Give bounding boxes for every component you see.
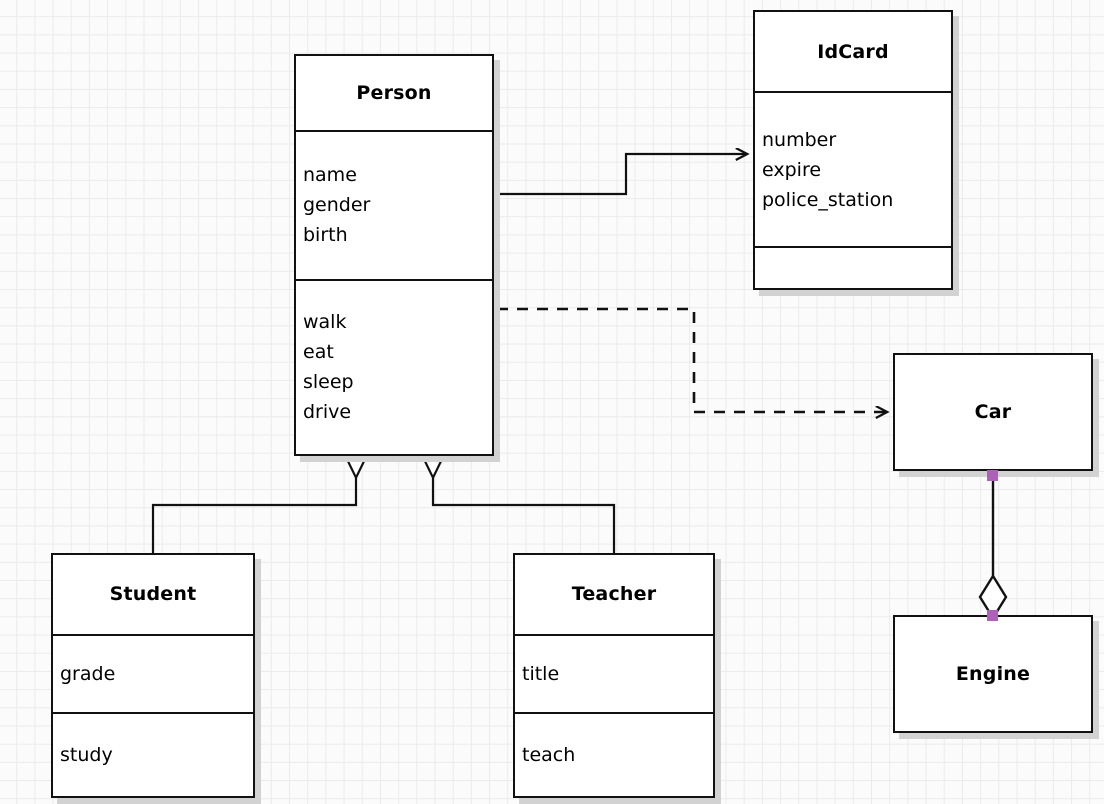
class-name-student: Student xyxy=(109,583,197,606)
class-title-compartment: Person xyxy=(296,56,492,130)
class-title-compartment: Student xyxy=(53,555,253,634)
class-box-person[interactable]: Person name gender birth walk eat sleep … xyxy=(294,54,494,456)
attribute-item: gender xyxy=(303,194,371,217)
attribute-item: grade xyxy=(60,663,116,686)
operation-item: teach xyxy=(522,744,576,767)
attribute-item: birth xyxy=(303,224,348,247)
class-box-engine[interactable]: Engine xyxy=(893,615,1093,733)
operation-item: sleep xyxy=(303,371,354,394)
operation-item: drive xyxy=(303,401,352,424)
class-name-teacher: Teacher xyxy=(571,583,657,606)
relation-person-idcard[interactable] xyxy=(494,154,747,196)
class-box-idcard[interactable]: IdCard number expire police_station xyxy=(753,10,953,290)
class-operations-compartment: teach xyxy=(515,712,713,796)
class-operations-compartment: walk eat sleep drive xyxy=(296,278,492,454)
class-attributes-compartment: title xyxy=(515,633,713,713)
relation-person-car[interactable] xyxy=(497,307,887,412)
class-box-student[interactable]: Student grade study xyxy=(51,553,255,798)
operation-item: eat xyxy=(303,341,334,364)
attribute-item: number xyxy=(762,128,837,151)
class-operations-compartment xyxy=(755,246,951,288)
class-box-teacher[interactable]: Teacher title teach xyxy=(513,553,715,798)
class-box-car[interactable]: Car xyxy=(893,353,1093,471)
class-name-person: Person xyxy=(356,81,432,104)
class-name-idcard: IdCard xyxy=(817,40,889,63)
class-operations-compartment: study xyxy=(53,712,253,796)
relation-student-person[interactable] xyxy=(151,478,356,553)
class-attributes-compartment: name gender birth xyxy=(296,129,492,279)
relation-endpoint-handle-engine[interactable] xyxy=(987,610,998,621)
relation-teacher-person[interactable] xyxy=(433,478,616,553)
operation-item: walk xyxy=(303,311,347,334)
attribute-item: expire xyxy=(762,158,822,181)
class-name-engine: Engine xyxy=(955,663,1031,685)
attribute-item: name xyxy=(303,164,357,187)
class-attributes-compartment: grade xyxy=(53,633,253,713)
class-name-car: Car xyxy=(974,401,1012,423)
operation-item: study xyxy=(60,744,113,767)
attribute-item: police_station xyxy=(762,188,894,211)
attribute-item: title xyxy=(522,663,560,686)
relation-endpoint-handle-car[interactable] xyxy=(987,470,998,481)
class-title-compartment: Car xyxy=(895,355,1091,469)
class-attributes-compartment: number expire police_station xyxy=(755,91,951,246)
class-title-compartment: Teacher xyxy=(515,555,713,634)
class-title-compartment: Engine xyxy=(895,617,1091,731)
class-title-compartment: IdCard xyxy=(755,12,951,91)
